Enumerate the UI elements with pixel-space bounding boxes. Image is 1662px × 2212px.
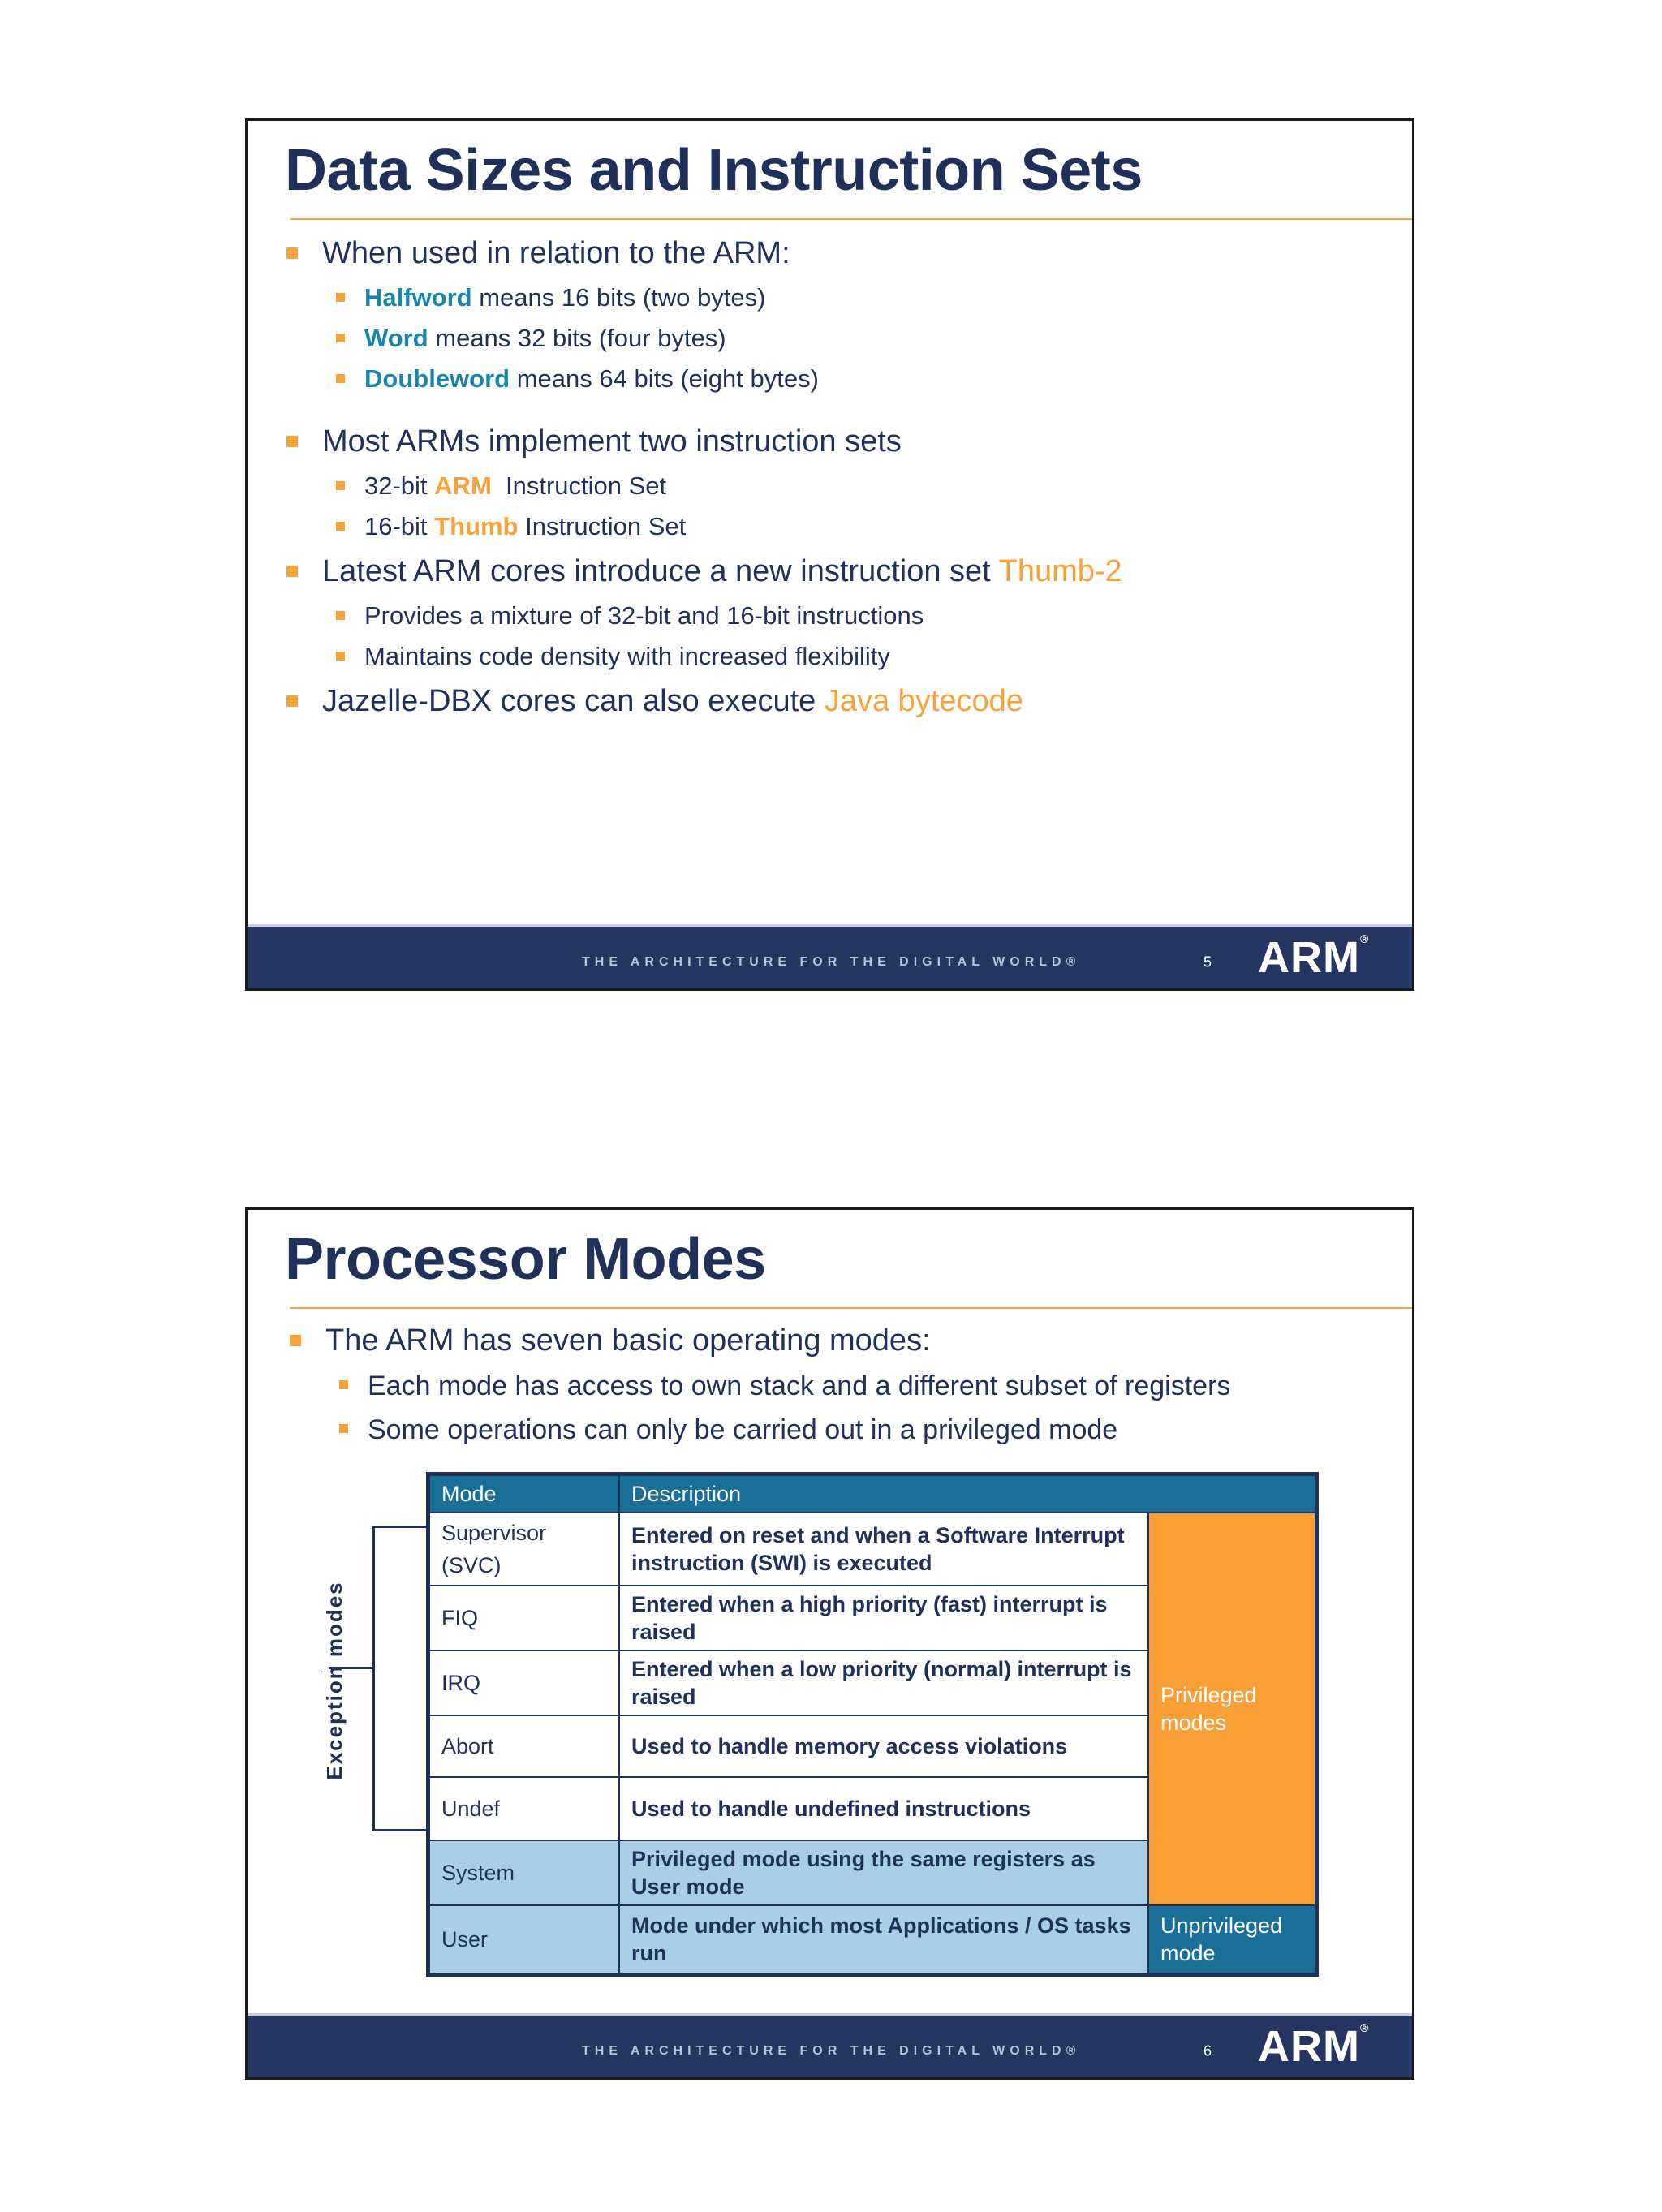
bullet-mixture: Provides a mixture of 32-bit and 16-bit … <box>336 601 924 630</box>
bullet-square-icon <box>336 293 345 302</box>
bullet-square-icon <box>336 652 345 661</box>
footer-tagline: THE ARCHITECTURE FOR THE DIGITAL WORLD® <box>582 955 1081 969</box>
table-row-description: Mode under which most Applications / OS … <box>618 1904 1149 1974</box>
table-row-mode: User <box>428 1904 620 1974</box>
bullet-word: Word means 32 bits (four bytes) <box>336 324 726 353</box>
bracket-top <box>372 1526 426 1528</box>
modes-table: Mode Description Supervisor (SVC) Entere… <box>426 1472 1319 1977</box>
slide-footer: THE ARCHITECTURE FOR THE DIGITAL WORLD® … <box>248 2013 1412 2077</box>
arm-logo: ARM® <box>1258 932 1370 982</box>
bullet-instruction-sets: Most ARMs implement two instruction sets <box>286 424 902 459</box>
title-divider <box>290 1307 1412 1309</box>
slide-title: Data Sizes and Instruction Sets <box>285 138 1143 203</box>
slide-title: Processor Modes <box>285 1227 766 1292</box>
bullet-square-icon <box>286 566 298 577</box>
title-divider <box>290 218 1412 220</box>
table-row-mode: System <box>428 1840 620 1906</box>
table-header-description: Description <box>618 1474 1316 1513</box>
page-number: 6 <box>1203 2042 1212 2059</box>
table-row-mode: Supervisor (SVC) <box>428 1512 620 1586</box>
bullet-square-icon <box>286 247 298 259</box>
bracket-bottom <box>372 1829 426 1831</box>
table-row-description: Used to handle memory access violations <box>618 1715 1149 1778</box>
slide-processor-modes: Processor Modes The ARM has seven basic … <box>245 1207 1414 2080</box>
bullet-square-icon <box>286 695 298 707</box>
bullet-square-icon <box>339 1380 348 1389</box>
bullet-halfword: Halfword means 16 bits (two bytes) <box>336 283 765 312</box>
bullet-square-icon <box>290 1335 301 1346</box>
table-row-mode: Undef <box>428 1776 620 1841</box>
table-row-description: Privileged mode using the same registers… <box>618 1840 1149 1906</box>
bullet-square-icon <box>336 374 345 383</box>
bullet-seven-modes: The ARM has seven basic operating modes: <box>290 1323 931 1358</box>
bullet-thumb-set: 16-bit Thumb Instruction Set <box>336 512 686 541</box>
arm-logo: ARM® <box>1258 2021 1370 2071</box>
unprivileged-mode-cell: Unprivileged mode <box>1147 1904 1316 1974</box>
table-row-mode: IRQ <box>428 1650 620 1716</box>
slide-data-sizes: Data Sizes and Instruction Sets When use… <box>245 118 1414 991</box>
table-header-mode: Mode <box>428 1474 620 1513</box>
exception-modes-label: Exception modes <box>322 1581 347 1780</box>
bullet-square-icon <box>339 1424 348 1433</box>
bullet-square-icon <box>286 436 298 447</box>
bullet-thumb2: Latest ARM cores introduce a new instruc… <box>286 554 1122 589</box>
bullet-square-icon <box>336 611 345 620</box>
bullet-jazelle: Jazelle-DBX cores can also execute Java … <box>286 684 1023 719</box>
slide-footer: THE ARCHITECTURE FOR THE DIGITAL WORLD® … <box>248 924 1412 988</box>
table-row-description: Entered when a high priority (fast) inte… <box>618 1585 1149 1651</box>
bracket-vertical <box>372 1526 375 1831</box>
table-row-description: Entered on reset and when a Software Int… <box>618 1512 1149 1586</box>
footer-tagline: THE ARCHITECTURE FOR THE DIGITAL WORLD® <box>582 2044 1081 2058</box>
page-number: 5 <box>1203 953 1212 970</box>
table-row-mode: Abort <box>428 1715 620 1778</box>
table-row-description: Entered when a low priority (normal) int… <box>618 1650 1149 1716</box>
bullet-density: Maintains code density with increased fl… <box>336 642 890 671</box>
bullet-doubleword: Doubleword means 64 bits (eight bytes) <box>336 364 819 394</box>
bullet-privileged-ops: Some operations can only be carried out … <box>339 1414 1117 1446</box>
table-row-mode: FIQ <box>428 1585 620 1651</box>
bullet-square-icon <box>336 481 345 490</box>
privileged-modes-cell: Privileged modes <box>1147 1512 1316 1906</box>
bracket-tick <box>329 1667 374 1669</box>
bullet-arm-sizes: When used in relation to the ARM: <box>286 236 790 271</box>
bullet-own-stack: Each mode has access to own stack and a … <box>339 1371 1230 1402</box>
bullet-square-icon <box>336 334 345 342</box>
bullet-arm-set: 32-bit ARM Instruction Set <box>336 471 666 501</box>
table-row-description: Used to handle undefined instructions <box>618 1776 1149 1841</box>
bullet-square-icon <box>336 522 345 531</box>
